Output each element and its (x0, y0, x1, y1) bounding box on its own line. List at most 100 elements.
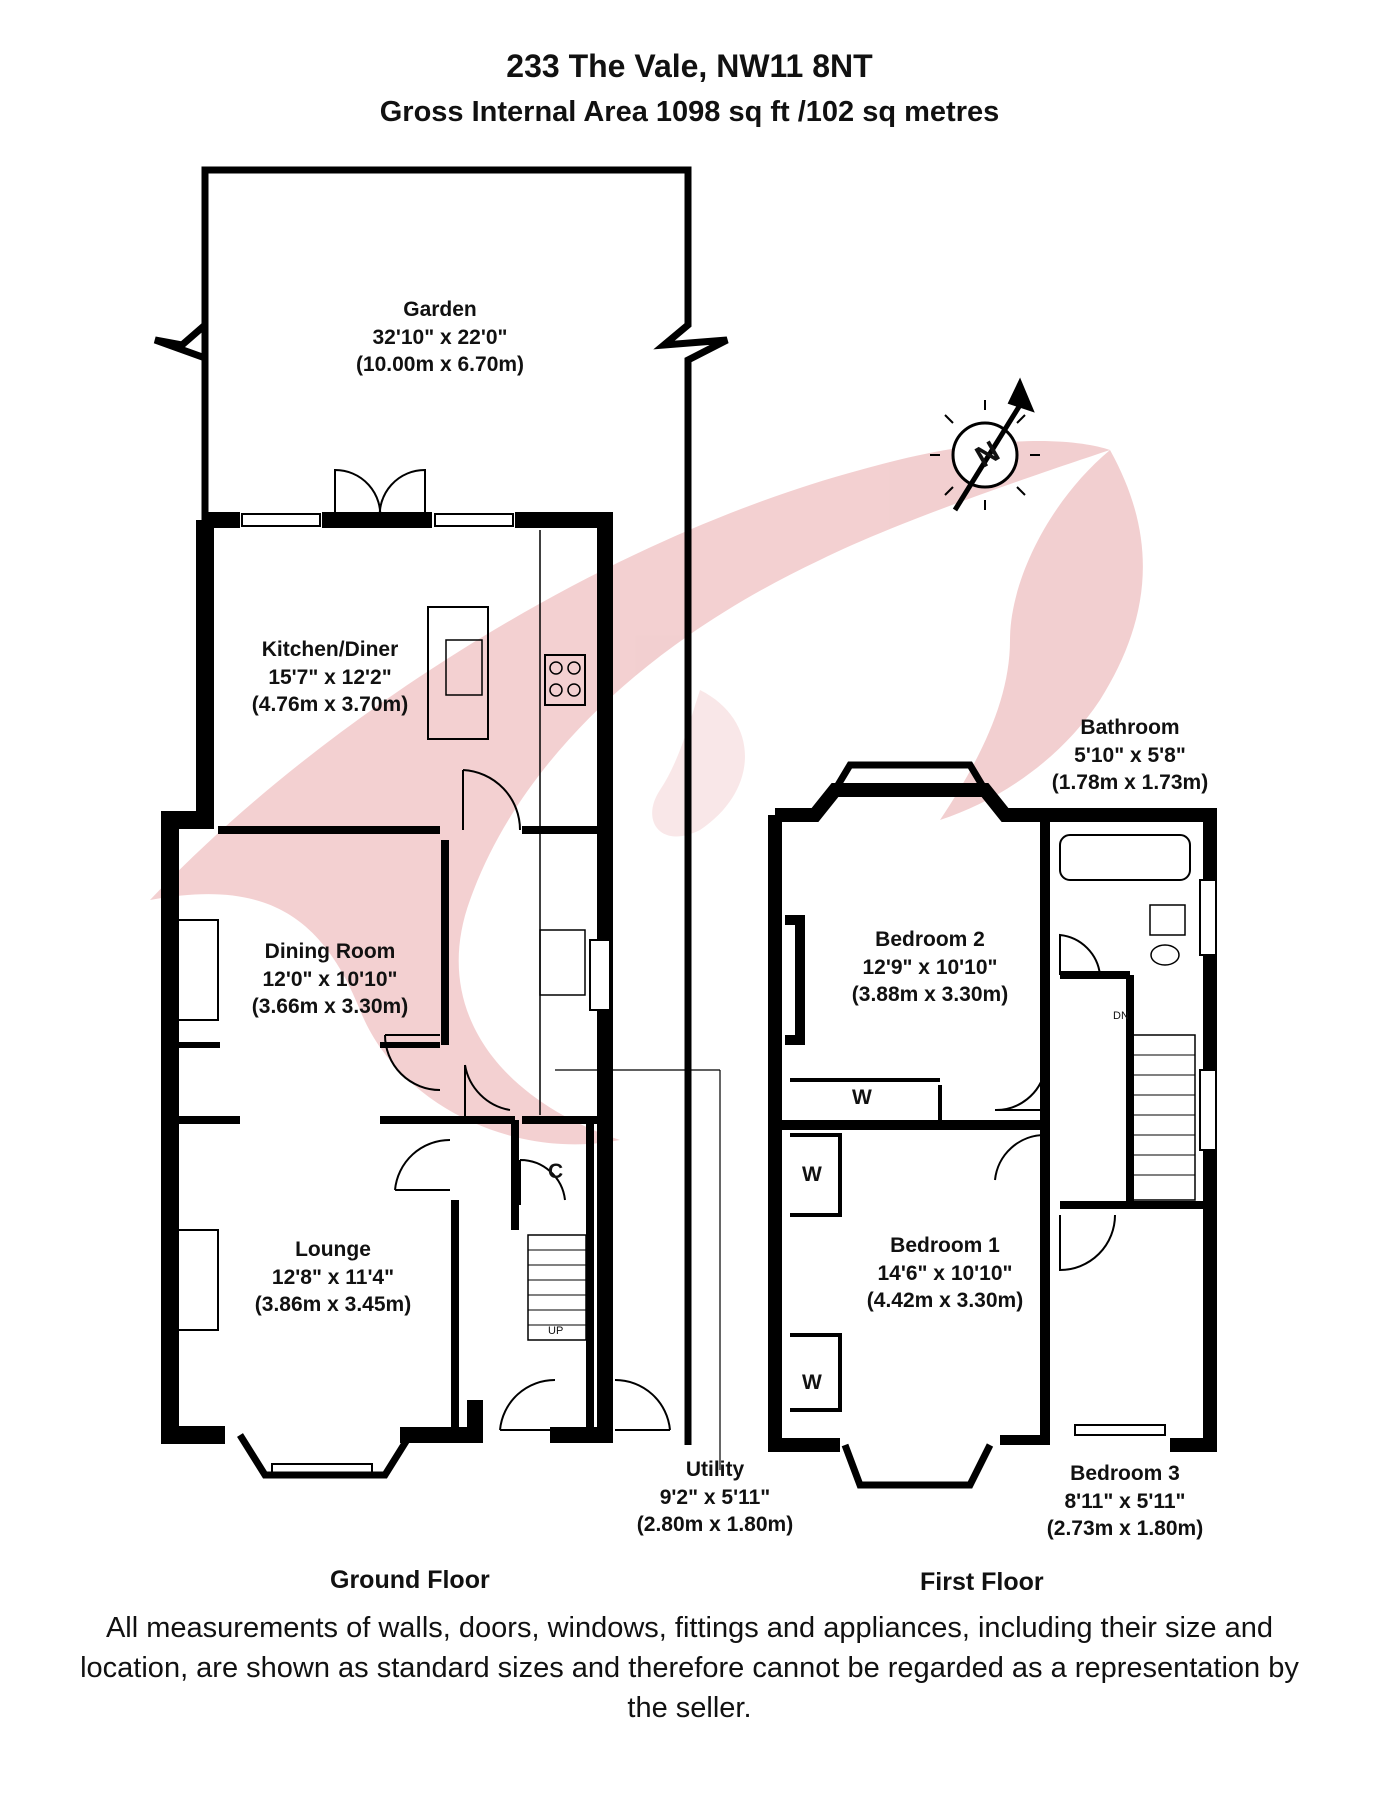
dining-door (384, 1034, 441, 1091)
bed2-bay-window (831, 761, 989, 792)
toilet (1150, 944, 1180, 966)
watermark-swoosh (150, 441, 1110, 1145)
bathroom-door (1059, 933, 1101, 976)
front-door (499, 1378, 556, 1431)
property-address: 233 The Vale, NW11 8NT (506, 48, 873, 84)
dining-fireplace (177, 919, 219, 1021)
room-imperial: 14'6" x 10'10" (877, 1261, 1013, 1285)
disclaimer-text: All measurements of walls, doors, window… (80, 1612, 1299, 1725)
ground-stairs (527, 1234, 587, 1341)
first-floor-plan (768, 761, 1217, 1489)
basin (1149, 904, 1186, 936)
room-name: Utility (685, 1458, 745, 1481)
bed3-window (1074, 1424, 1166, 1436)
room-name: Lounge (295, 1238, 371, 1261)
utility-sink (539, 929, 586, 996)
lounge-door (394, 1138, 451, 1191)
garden-boundary-left (153, 322, 209, 520)
stairs-up-label: UP (548, 1325, 564, 1337)
utility-window (589, 939, 611, 1011)
first-outer-wall-bottom (1000, 1430, 1050, 1445)
room-imperial: 15'7" x 12'2" (268, 665, 392, 689)
watermark-highlight (652, 690, 745, 837)
bed2-wardrobe (790, 1078, 942, 1120)
room-name: Dining Room (264, 940, 396, 963)
kitchen-hob (544, 654, 586, 706)
first-outer-wall-left (768, 815, 840, 1452)
first-outer-wall-top-right (775, 783, 1217, 1452)
room-name: Bedroom 3 (1070, 1462, 1180, 1485)
gross-internal-area: Gross Internal Area 1098 sq ft /102 sq m… (379, 96, 1000, 128)
watermark-logo (150, 441, 1143, 1145)
ground-outer-wall-bottom (400, 1400, 483, 1443)
kitchen-door (462, 769, 522, 831)
room-label-utility: Utility 9'2" x 5'11" (2.80m x 1.80m) (610, 1456, 820, 1539)
lounge-fireplace (177, 1229, 219, 1331)
bed1-wardrobe-bottom (790, 1333, 842, 1412)
ground-outer-wall-left (161, 520, 225, 1444)
room-name: Bedroom 2 (875, 928, 985, 951)
hall-door (464, 1064, 511, 1120)
bed1-bay-window (841, 1443, 994, 1489)
bath (1059, 834, 1191, 881)
room-imperial: 12'9" x 10'10" (862, 955, 998, 979)
room-metric: (4.76m x 3.70m) (251, 693, 409, 717)
garden-boundary (201, 166, 729, 1445)
wardrobe-label-bed1-top: W (802, 1163, 822, 1186)
room-name: Bathroom (1080, 716, 1180, 739)
room-imperial: 32'10" x 22'0" (372, 325, 508, 349)
chimney-breast-first (785, 915, 805, 1045)
bed2-door (994, 1069, 1046, 1112)
room-name: Bedroom 1 (890, 1234, 1000, 1257)
ground-floor-plan (153, 166, 729, 1479)
bathroom-window (1199, 879, 1217, 956)
landing-window (1199, 1069, 1217, 1151)
room-label-bedroom3: Bedroom 3 8'11" x 5'11" (2.73m x 1.80m) (1025, 1460, 1225, 1543)
room-metric: (10.00m x 6.70m) (355, 353, 525, 377)
room-label-lounge: Lounge 12'8" x 11'4" (3.86m x 3.45m) (228, 1236, 438, 1319)
wardrobe-label-bed2: W (852, 1086, 872, 1109)
utility-door (614, 1378, 671, 1431)
room-imperial: 12'0" x 10'10" (262, 967, 398, 991)
kitchen-window-right (434, 513, 514, 527)
stairs-down-label: DN (1113, 1010, 1129, 1022)
room-imperial: 5'10" x 5'8" (1074, 743, 1186, 767)
landing-walls (1060, 971, 1210, 1209)
room-label-dining: Dining Room 12'0" x 10'10" (3.66m x 3.30… (225, 938, 435, 1021)
room-metric: (4.42m x 3.30m) (866, 1289, 1024, 1313)
lounge-bay-window (237, 1433, 413, 1479)
ground-floor-caption: Ground Floor (330, 1566, 490, 1594)
room-label-bedroom2: Bedroom 2 12'9" x 10'10" (3.88m x 3.30m) (830, 926, 1030, 1009)
utility-dimension-line (555, 1069, 721, 1470)
bed3-door (1059, 1214, 1116, 1272)
room-imperial: 9'2" x 5'11" (659, 1485, 771, 1509)
bed1-door (994, 1133, 1046, 1181)
kitchen-window-left (241, 513, 321, 527)
room-label-bathroom: Bathroom 5'10" x 5'8" (1.78m x 1.73m) (1030, 714, 1230, 797)
room-label-bedroom1: Bedroom 1 14'6" x 10'10" (4.42m x 3.30m) (845, 1232, 1045, 1315)
room-metric: (3.66m x 3.30m) (251, 995, 409, 1019)
room-imperial: 8'11" x 5'11" (1064, 1489, 1186, 1513)
room-metric: (3.88m x 3.30m) (851, 983, 1009, 1007)
island-sink (445, 639, 483, 696)
lounge-window (271, 1463, 373, 1475)
room-label-garden: Garden 32'10" x 22'0" (10.00m x 6.70m) (330, 296, 550, 379)
hall-walls (451, 1120, 594, 1435)
room-name: Garden (403, 298, 477, 321)
compass-rose (930, 377, 1040, 512)
room-metric: (1.78m x 1.73m) (1051, 771, 1209, 795)
wardrobe-label-bed1-bottom: W (802, 1371, 822, 1394)
cupboard-door (519, 1158, 566, 1205)
french-doors (334, 468, 426, 521)
room-name: Kitchen/Diner (261, 638, 399, 661)
first-stairs (1129, 1034, 1196, 1201)
room-metric: (2.80m x 1.80m) (636, 1513, 794, 1537)
room-imperial: 12'8" x 11'4" (271, 1265, 395, 1289)
watermark-tail (940, 450, 1143, 820)
room-metric: (2.73m x 1.80m) (1046, 1517, 1204, 1541)
room-metric: (3.86m x 3.45m) (254, 1293, 412, 1317)
room-label-kitchen: Kitchen/Diner 15'7" x 12'2" (4.76m x 3.7… (225, 636, 435, 719)
bed1-wardrobe-top (790, 1133, 842, 1217)
north-arrow-icon (1007, 377, 1035, 413)
